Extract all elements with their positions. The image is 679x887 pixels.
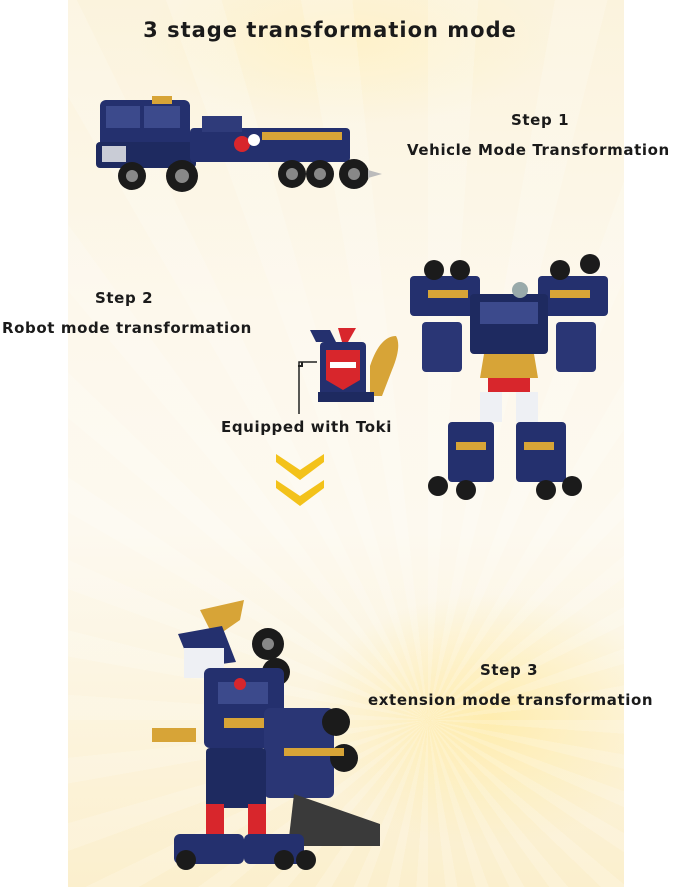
step-3-label: extension mode transformation [368, 691, 654, 709]
extension-mode-image [152, 600, 380, 870]
step-2-heading: Step 2 [95, 289, 154, 307]
chevron-down-icon [276, 454, 324, 506]
step-3-heading: Step 3 [480, 661, 539, 679]
toki-caption: Equipped with Toki [221, 418, 392, 436]
vehicle-mode-image [96, 96, 382, 192]
callout-line [298, 361, 317, 414]
robot-mode-image [410, 254, 608, 500]
step-2-label: Robot mode transformation [2, 319, 252, 337]
step-1-label: Vehicle Mode Transformation [407, 141, 670, 159]
step-1-heading: Step 1 [511, 111, 570, 129]
toki-accessory-image [298, 328, 399, 402]
page-title: 3 stage transformation mode [143, 18, 517, 42]
